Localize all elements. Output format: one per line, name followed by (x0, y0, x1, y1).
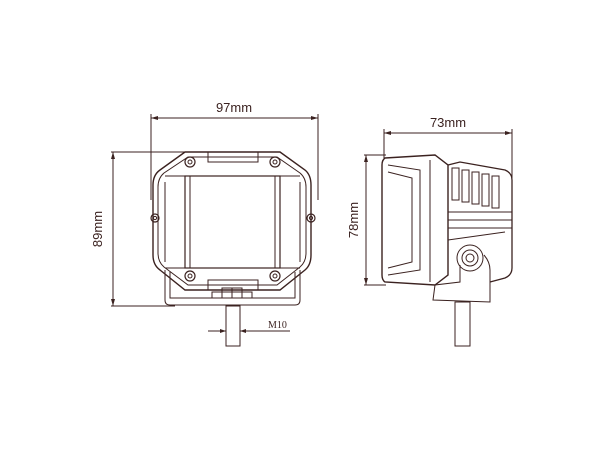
side-depth-label: 73mm (430, 115, 466, 130)
side-view (364, 129, 513, 347)
front-height-label: 89mm (90, 211, 105, 247)
side-height-label: 78mm (346, 202, 361, 238)
heatsink-fins (451, 167, 500, 209)
lens (184, 175, 281, 269)
front-width-label: 97mm (216, 100, 252, 115)
mounting-bolt (454, 301, 471, 347)
housing-inner-outline (157, 156, 307, 286)
pivot-knob (456, 244, 484, 272)
mounting-bolt (225, 305, 241, 347)
bottom-tab (207, 279, 259, 291)
screw-icons (150, 156, 316, 282)
housing-outline (152, 151, 312, 291)
bezel-outline (381, 154, 449, 286)
top-tab (207, 151, 259, 163)
mounting-bracket (164, 270, 301, 306)
heatsink-outline (447, 161, 513, 283)
bolt-thread-label: M10 (268, 320, 287, 331)
front-view (111, 114, 319, 347)
mounting-foot (432, 254, 491, 303)
